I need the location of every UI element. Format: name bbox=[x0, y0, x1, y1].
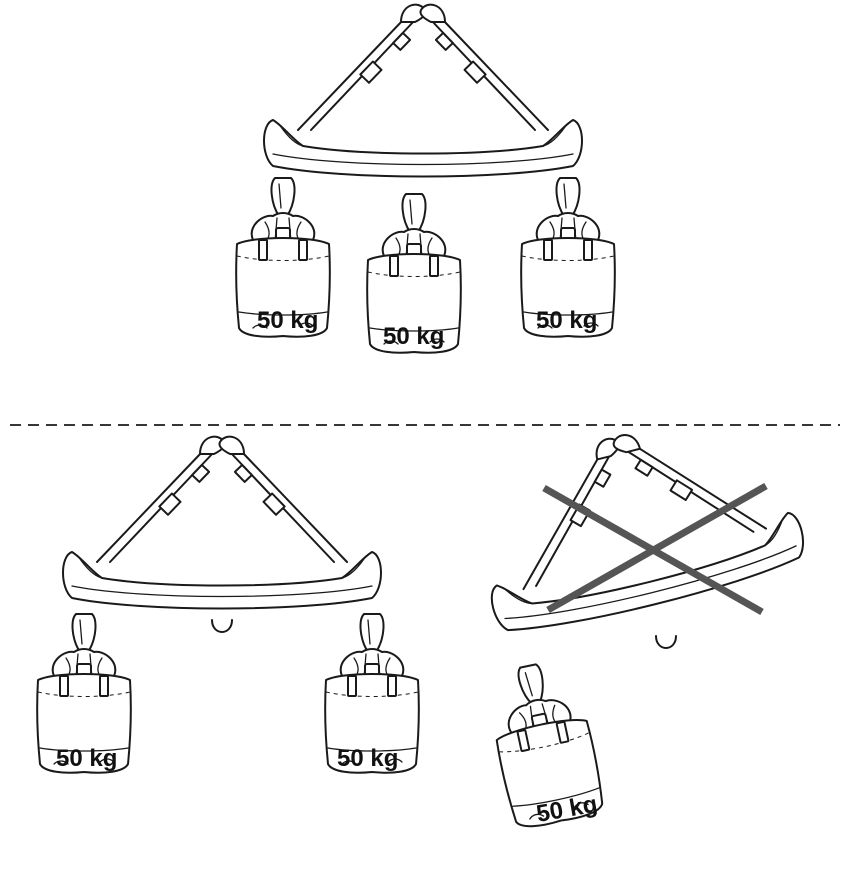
load-label: 50 kg bbox=[536, 307, 597, 334]
scenario-two-bags-balanced: 50 kg 50 kg bbox=[37, 437, 419, 773]
load-label: 50 kg bbox=[337, 745, 398, 772]
scenario-three-bags: 50 kg 50 kg 50 kg bbox=[236, 5, 615, 353]
load-label: 50 kg bbox=[257, 307, 318, 334]
load-label: 50 kg bbox=[383, 323, 444, 350]
load-label: 50 kg bbox=[56, 745, 117, 772]
seat-strap-illustration bbox=[264, 5, 582, 177]
seat-strap-illustration bbox=[63, 437, 381, 609]
attachment-ring bbox=[212, 620, 232, 632]
scenario-one-bag-offset: 50 kg bbox=[460, 399, 810, 831]
attachment-ring bbox=[656, 636, 676, 648]
